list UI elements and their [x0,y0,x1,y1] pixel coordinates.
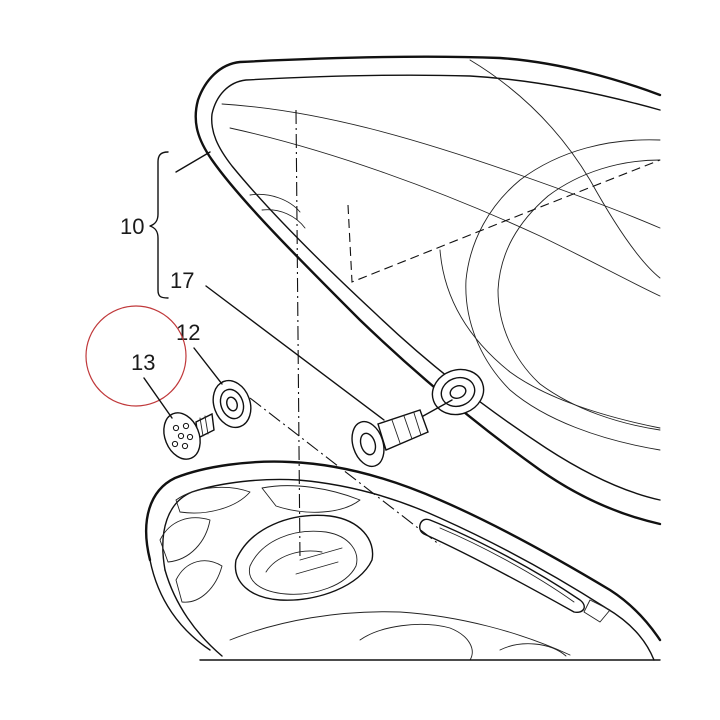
callout-label-13: 13 [131,350,155,375]
frame-seat-pan [144,460,662,661]
callout-12: 12 [176,320,223,385]
seat-outer-edge [194,55,662,526]
bolt-part [351,399,453,468]
bracket-10 [149,151,169,299]
leader-13 [143,377,173,419]
callout-13: 13 [85,305,187,419]
vertical-axis-line [295,109,301,561]
washer-part [212,379,252,429]
seat-lock-dashed [347,159,661,283]
seat-mounting-boss [431,368,485,416]
leader-10 [175,151,211,173]
seat-rear-contour [465,139,661,451]
seat-assembly [194,55,662,526]
leader-12 [193,347,223,385]
callout-17: 17 [170,268,385,421]
highlight-circle-13 [85,305,187,407]
seat-inner-edge [211,74,661,501]
leader-17 [205,285,385,421]
callout-label-17: 17 [170,268,194,293]
seat-cushion-ridge [221,103,661,229]
callout-label-10: 10 [120,214,144,239]
knob-part [163,412,215,460]
callout-10: 10 [120,151,211,299]
bolt-axis-line [249,397,441,546]
